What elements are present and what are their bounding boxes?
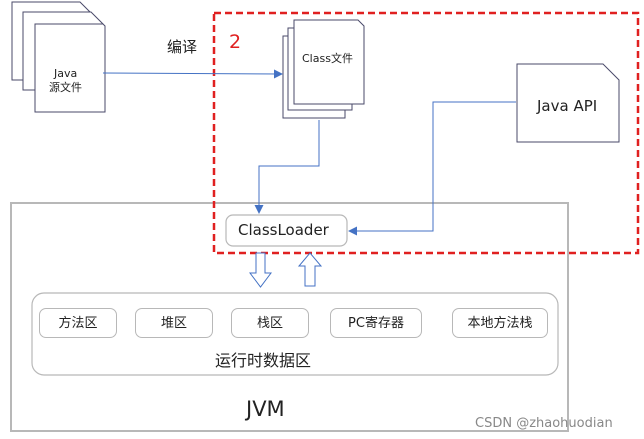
highlight-region (212, 11, 640, 255)
class-file-label: Class文件 (302, 52, 353, 65)
classloader-label: ClassLoader (238, 221, 329, 239)
watermark: CSDN @zhaohuodian (475, 416, 613, 431)
runtime-cell-heap: 堆区 (135, 308, 213, 338)
java-api-label: Java API (537, 97, 598, 115)
runtime-cell-pc-register: PC寄存器 (330, 308, 422, 338)
runtime-area-label: 运行时数据区 (215, 351, 312, 370)
runtime-cell-stack: 栈区 (231, 308, 309, 338)
class-files-icon (282, 19, 365, 119)
java-api-doc-icon (516, 63, 620, 143)
source-label-line2: 源文件 (49, 81, 82, 94)
runtime-cell-method-area: 方法区 (39, 308, 117, 338)
down-hollow-arrow (249, 252, 272, 288)
source-label-line1: Java (54, 67, 78, 80)
api-to-classloader-arrow (348, 101, 516, 236)
jvm-label: JVM (246, 397, 285, 421)
class-to-classloader-arrow (254, 120, 320, 214)
runtime-cell-native-stack: 本地方法栈 (452, 308, 548, 338)
classloader-box (225, 214, 348, 247)
up-hollow-arrow (297, 252, 323, 287)
java-source-files-icon (11, 1, 106, 113)
compile-label: 编译 (167, 38, 198, 56)
highlight-number: 2 (229, 31, 242, 53)
jvm-box (10, 202, 569, 432)
compile-arrow (102, 69, 283, 79)
